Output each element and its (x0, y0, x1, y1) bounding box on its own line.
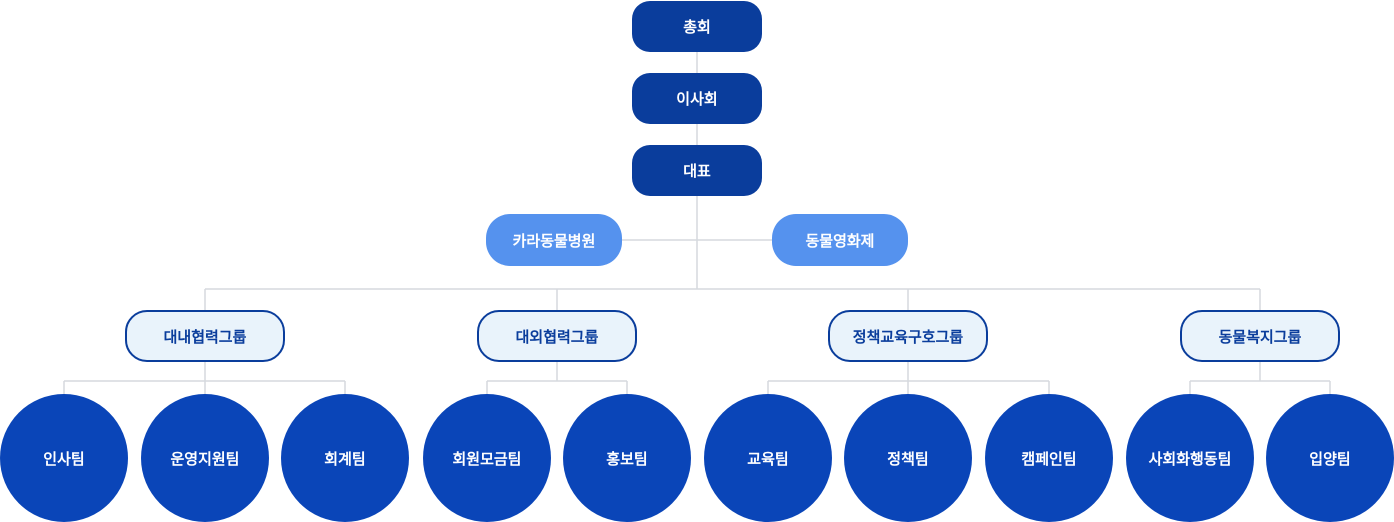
node-team-accounting: 회계팀 (281, 394, 409, 522)
node-team-education: 교육팀 (704, 394, 832, 522)
node-group-policy-education-rescue: 정책교육구호그룹 (828, 310, 988, 362)
node-group-animal-welfare: 동물복지그룹 (1180, 310, 1340, 362)
node-team-adoption: 입양팀 (1266, 394, 1394, 522)
node-representative: 대표 (632, 145, 762, 196)
node-group-internal-cooperation: 대내협력그룹 (125, 310, 285, 362)
node-general-assembly: 총회 (632, 1, 762, 52)
node-team-socialization-behavior: 사회화행동팀 (1126, 394, 1254, 522)
node-team-policy: 정책팀 (844, 394, 972, 522)
node-affiliate-hospital: 카라동물병원 (486, 214, 622, 266)
node-team-campaign: 캠페인팀 (985, 394, 1113, 522)
node-group-external-cooperation: 대외협력그룹 (477, 310, 637, 362)
node-team-hr: 인사팀 (0, 394, 128, 522)
node-board: 이사회 (632, 73, 762, 124)
node-affiliate-film-festival: 동물영화제 (772, 214, 908, 266)
node-team-pr: 홍보팀 (563, 394, 691, 522)
node-team-operations-support: 운영지원팀 (141, 394, 269, 522)
node-team-membership-fundraising: 회원모금팀 (423, 394, 551, 522)
